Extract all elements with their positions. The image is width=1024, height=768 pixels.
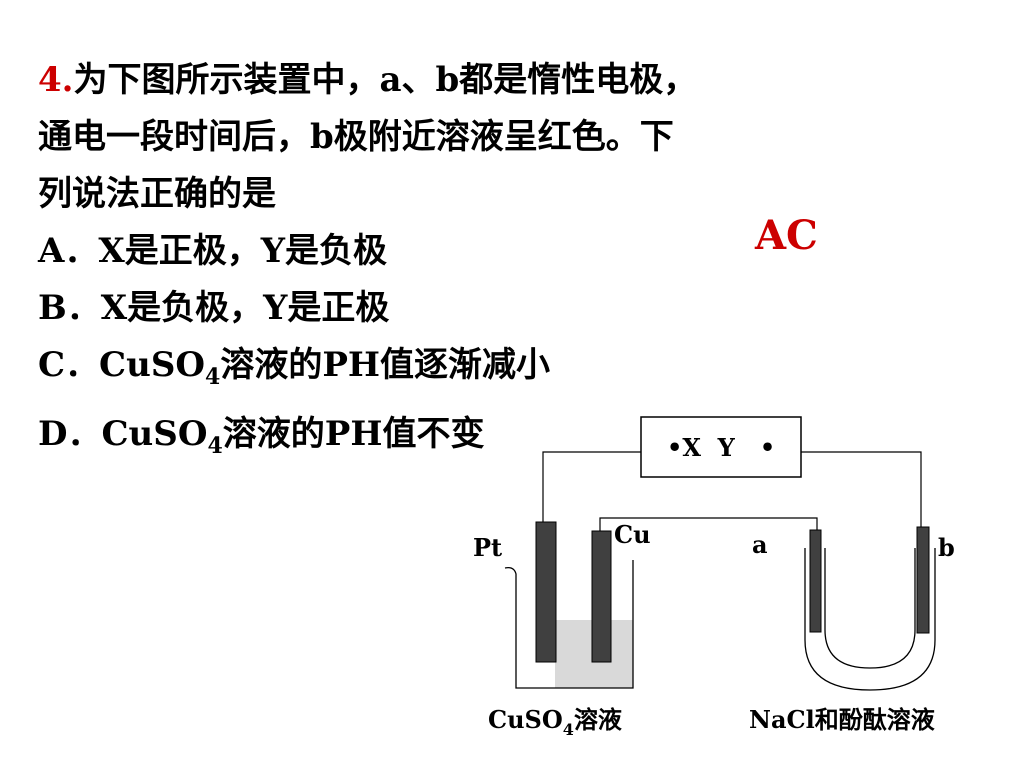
power-supply-box [640, 416, 802, 478]
b-electrode [916, 526, 930, 634]
u-tube-outer [804, 548, 936, 691]
answer-label: AC [755, 212, 818, 259]
question-line-3: 列说法正确的是 [38, 174, 276, 214]
u-tube-inner [824, 548, 916, 669]
wire-cu-a [599, 517, 818, 533]
question-line-1: 4.为下图所示装置中，a、b都是惰性电极， [38, 60, 698, 100]
question-text: 4.为下图所示装置中，a、b都是惰性电极， 通电一段时间后，b极附近溶液呈红色。… [38, 52, 938, 475]
power-supply-label: •X Y • [667, 433, 775, 462]
option-d: D．CuSO4溶液的PH值不变 [38, 413, 485, 459]
cu-electrode [591, 530, 612, 663]
option-c: C．CuSO4溶液的PH值逐渐减小 [38, 345, 551, 390]
question-number: 4. [38, 60, 74, 100]
option-a: A．X是正极，Y是负极 [38, 231, 388, 271]
beaker-solution-label: CuSO4溶液 [488, 705, 622, 739]
pt-label: Pt [473, 533, 502, 562]
b-label: b [938, 533, 955, 562]
u-tube-solution-label: NaCl和酚酞溶液 [749, 705, 935, 734]
beaker [504, 560, 634, 689]
question-line-2: 通电一段时间后，b极附近溶液呈红色。下 [38, 117, 674, 157]
cu-label: Cu [614, 520, 651, 549]
a-label: a [752, 530, 768, 559]
a-electrode [809, 529, 822, 633]
wire-x [542, 451, 641, 525]
wire-y [801, 451, 922, 528]
pt-electrode [535, 521, 557, 663]
option-b: B．X是负极，Y是正极 [38, 288, 390, 328]
